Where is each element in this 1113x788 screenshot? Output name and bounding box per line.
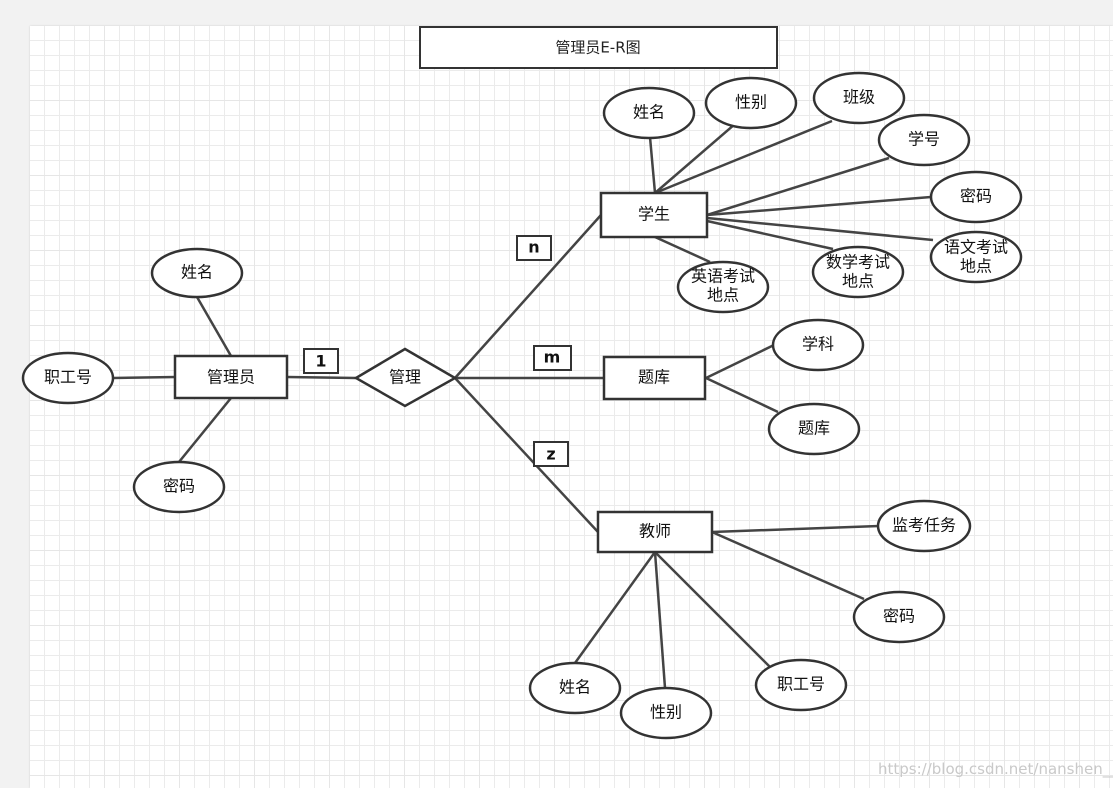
svg-text:姓名: 姓名 <box>633 103 665 122</box>
entity-teacher: 教师 <box>596 510 714 554</box>
svg-text:姓名: 姓名 <box>181 263 213 282</box>
cardinality-n: n <box>516 235 552 261</box>
svg-text:密码: 密码 <box>960 187 992 206</box>
attr-admin-id: 职工号 <box>21 351 115 405</box>
entity-question-bank: 题库 <box>602 355 707 401</box>
cardinality-m: m <box>533 345 572 371</box>
svg-text:地点: 地点 <box>960 257 992 276</box>
edge-student-chinese <box>706 216 934 242</box>
svg-text:1: 1 <box>315 352 326 371</box>
attr-admin-name: 姓名 <box>150 247 244 299</box>
edge-student-class <box>654 119 833 195</box>
relationship-manage: 管理 <box>353 347 458 408</box>
cardinality-z: z <box>533 441 569 467</box>
svg-text:地点: 地点 <box>842 272 874 291</box>
svg-text:密码: 密码 <box>883 607 915 626</box>
svg-text:学科: 学科 <box>802 335 834 354</box>
attr-student-chinese-exam-site: 语文考试 地点 <box>929 230 1023 284</box>
attr-teacher-gender: 性别 <box>619 686 713 740</box>
edge-admin-password <box>178 397 232 463</box>
entity-student-label: 学生 <box>638 205 670 224</box>
attr-teacher-id: 职工号 <box>754 658 848 712</box>
svg-text:密码: 密码 <box>163 477 195 496</box>
svg-text:数学考试: 数学考试 <box>826 253 890 272</box>
edge-relation-teacher <box>454 377 599 533</box>
edge-student-gender <box>654 123 736 194</box>
svg-text:监考任务: 监考任务 <box>892 516 956 535</box>
svg-text:题库: 题库 <box>798 419 830 438</box>
attr-student-gender: 性别 <box>704 76 798 130</box>
edge-relation-student <box>454 214 602 379</box>
svg-text:语文考试: 语文考试 <box>944 238 1008 257</box>
edge-teacher-duty <box>711 524 880 534</box>
connector-lines <box>112 119 934 689</box>
edge-teacher-id <box>654 551 772 669</box>
edge-admin-name <box>195 296 233 357</box>
svg-text:性别: 性别 <box>735 93 767 112</box>
title-text: 管理员E-R图 <box>555 39 640 57</box>
edge-student-password <box>706 195 932 217</box>
cardinality-1: 1 <box>303 348 339 374</box>
edge-teacher-gender <box>653 551 667 689</box>
edge-student-english <box>654 235 711 264</box>
attr-student-number: 学号 <box>877 113 971 167</box>
edge-bank-bank <box>705 376 779 414</box>
attr-student-password: 密码 <box>929 170 1023 224</box>
attr-student-math-exam-site: 数学考试 地点 <box>811 245 905 299</box>
svg-text:职工号: 职工号 <box>44 368 92 387</box>
svg-text:z: z <box>546 445 555 464</box>
edge-student-math <box>706 219 834 251</box>
svg-text:姓名: 姓名 <box>559 678 591 697</box>
attr-teacher-invigilation-task: 监考任务 <box>876 499 972 553</box>
edge-teacher-name <box>573 551 657 664</box>
edge-teacher-password <box>711 530 865 601</box>
attr-teacher-name: 姓名 <box>528 661 622 715</box>
svg-text:学号: 学号 <box>908 130 940 149</box>
svg-text:班级: 班级 <box>843 88 875 107</box>
edge-admin-id <box>112 375 177 380</box>
watermark: https://blog.csdn.net/nanshen__ <box>878 760 1113 778</box>
edge-admin-relation <box>286 375 357 380</box>
edge-student-number <box>706 156 890 217</box>
entity-teacher-label: 教师 <box>639 522 671 541</box>
attr-student-name: 姓名 <box>602 86 696 140</box>
svg-text:n: n <box>528 238 539 257</box>
attr-admin-password: 密码 <box>132 460 226 514</box>
svg-text:地点: 地点 <box>707 286 739 305</box>
svg-text:m: m <box>544 348 561 367</box>
entity-admin-label: 管理员 <box>207 368 255 387</box>
entity-bank-label: 题库 <box>638 368 670 387</box>
attr-bank-subject: 学科 <box>771 318 865 372</box>
svg-text:职工号: 职工号 <box>777 675 825 694</box>
relationship-label: 管理 <box>389 368 421 387</box>
entity-admin: 管理员 <box>173 354 289 400</box>
attr-teacher-password: 密码 <box>852 590 946 644</box>
svg-text:性别: 性别 <box>650 703 682 722</box>
svg-text:英语考试: 英语考试 <box>691 267 755 286</box>
attr-student-class: 班级 <box>812 71 906 125</box>
edge-student-name <box>648 136 657 194</box>
diagram-title: 管理员E-R图 <box>419 26 778 69</box>
attr-student-english-exam-site: 英语考试 地点 <box>676 260 770 314</box>
attr-bank-bank: 题库 <box>767 402 861 456</box>
edge-bank-subject <box>705 343 775 380</box>
entity-student: 学生 <box>599 191 709 239</box>
